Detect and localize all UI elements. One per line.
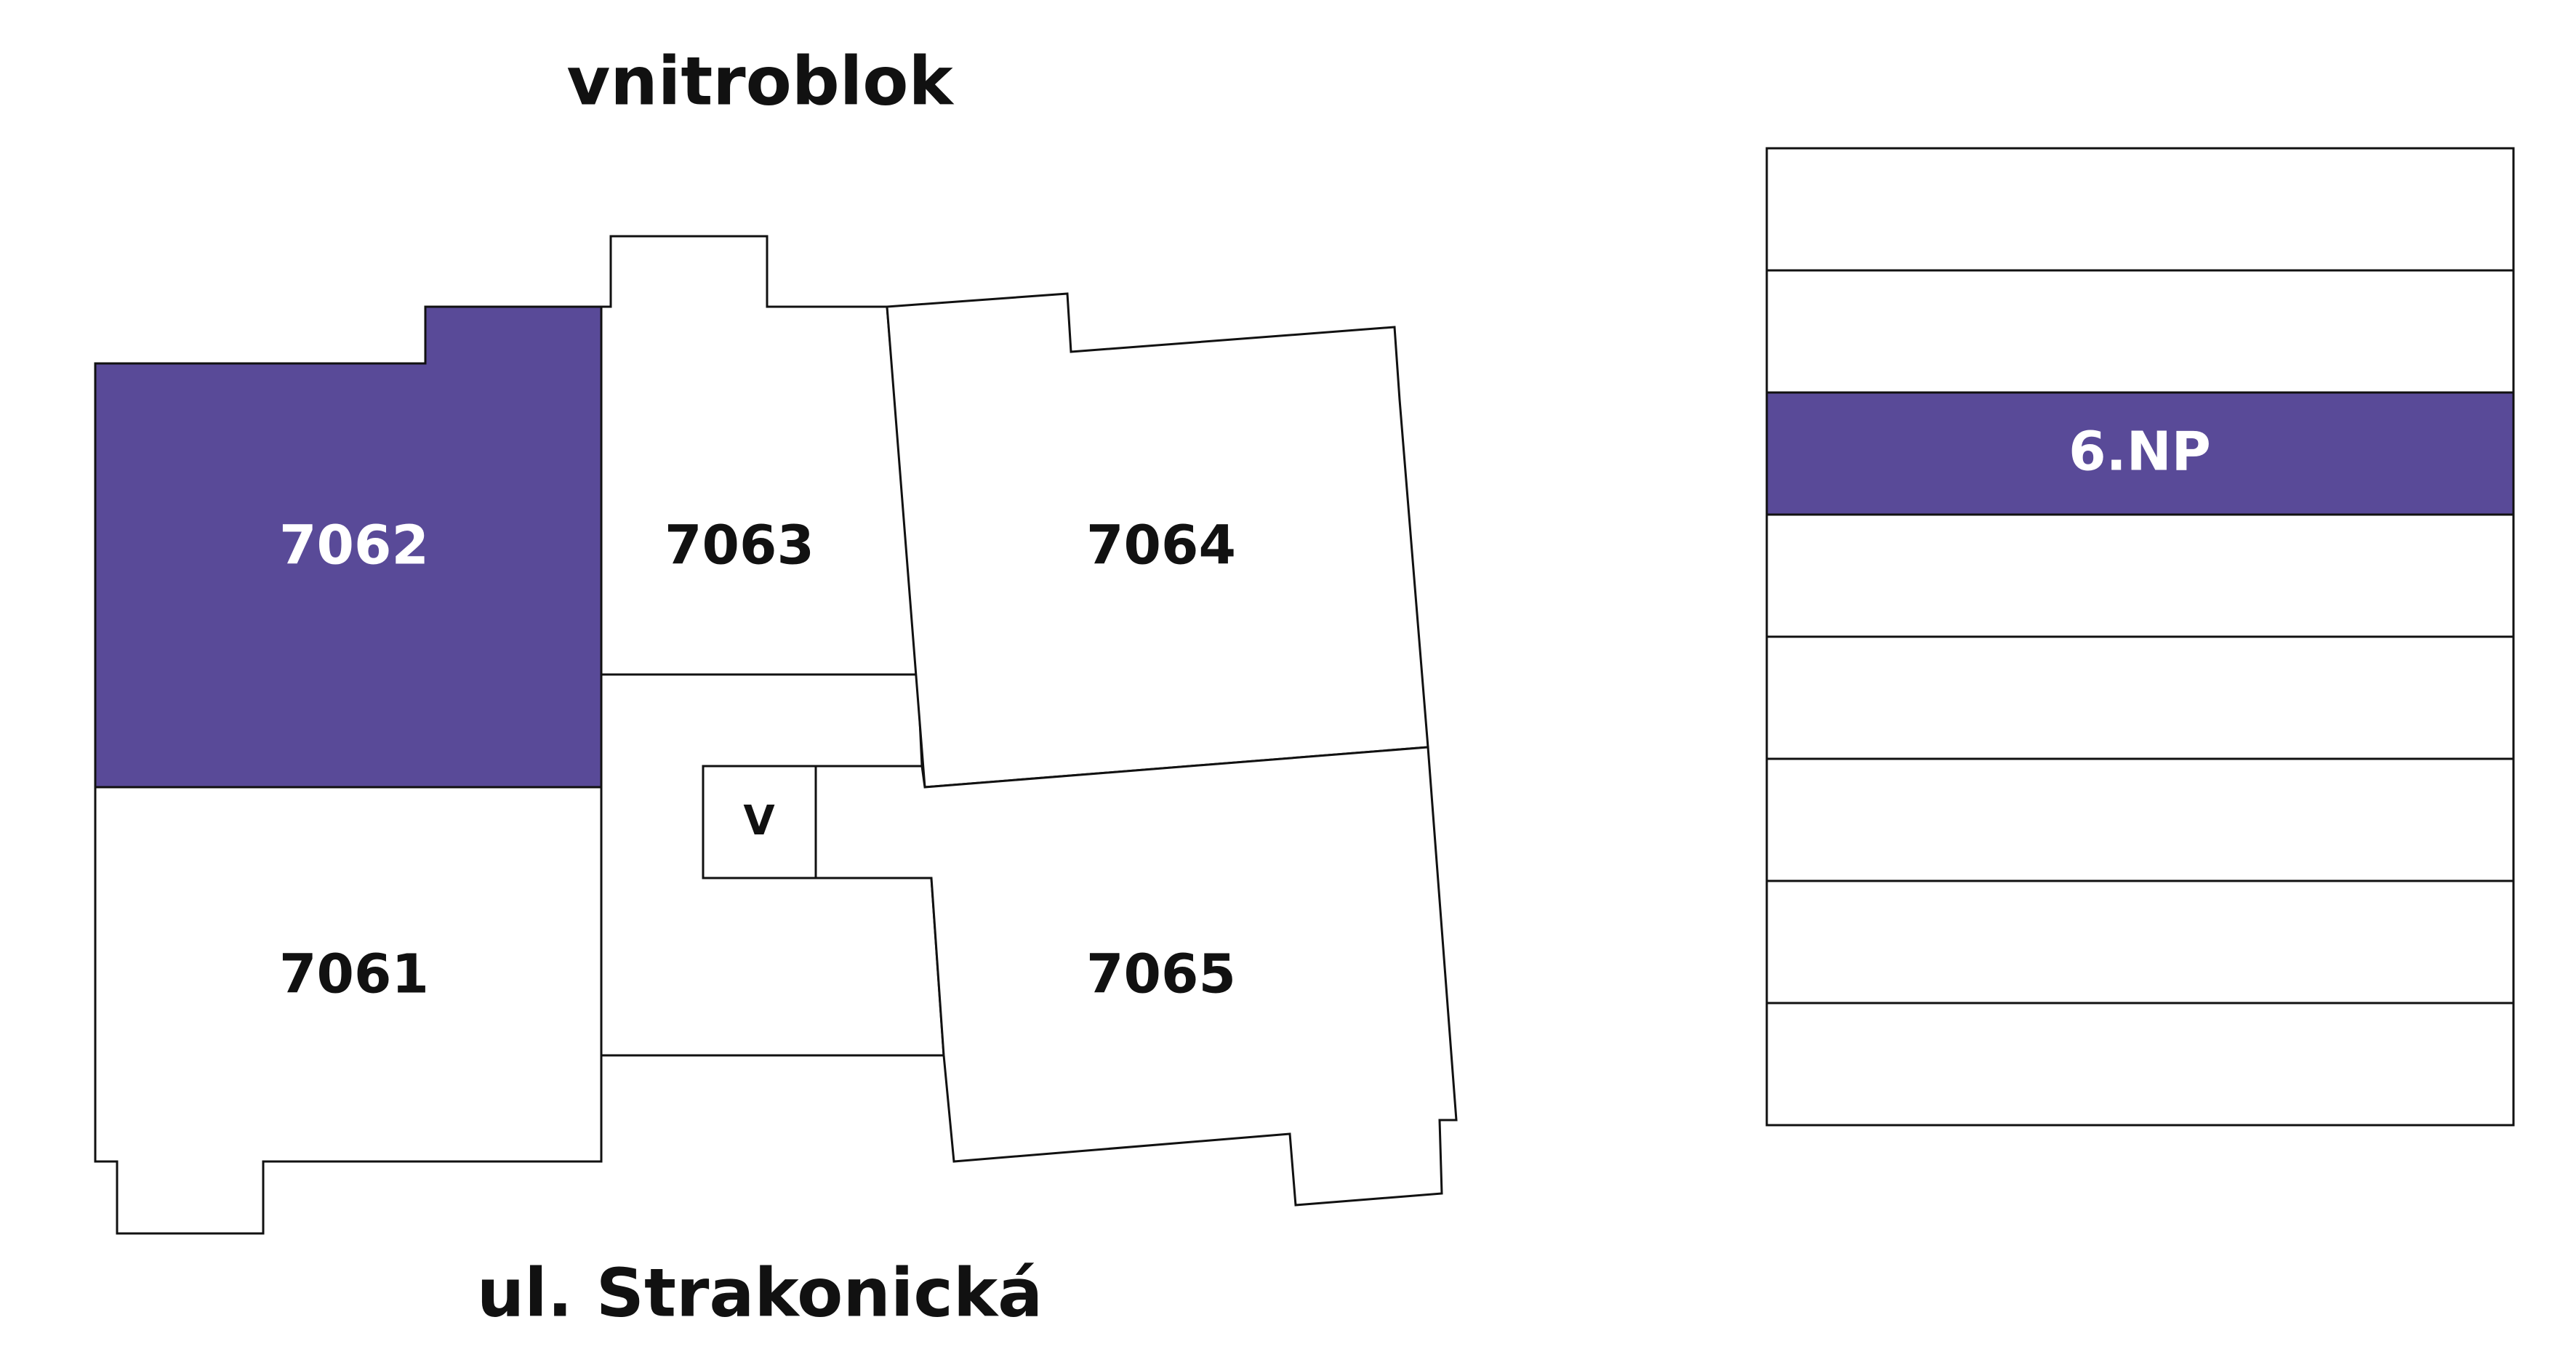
- floor-row[interactable]: [1765, 879, 2515, 1004]
- heading-courtyard: vnitroblok: [566, 42, 954, 120]
- unit-7061[interactable]: [94, 786, 603, 1235]
- floor-row[interactable]: [1765, 635, 2515, 760]
- unit-7065[interactable]: [814, 746, 1458, 1207]
- selected-floor-label: 6.NP: [2069, 421, 2211, 483]
- unit-7063[interactable]: [600, 235, 919, 676]
- floor-row[interactable]: [1765, 513, 2515, 638]
- unit-7062-label: 7062: [279, 515, 429, 577]
- floor-row[interactable]: [1765, 147, 2515, 272]
- floor-row[interactable]: [1765, 269, 2515, 394]
- unit-7065-label: 7065: [1086, 943, 1236, 1006]
- elevator-shaft: [702, 765, 817, 879]
- elevator-label: V: [743, 797, 775, 845]
- unit-7063-label: 7063: [665, 515, 814, 577]
- heading-street: ul. Strakonická: [477, 1254, 1043, 1332]
- unit-7064-label: 7064: [1086, 515, 1236, 577]
- floor-selector: 6.NP: [1765, 147, 2515, 1127]
- floor-row[interactable]: [1765, 757, 2515, 882]
- floor-row[interactable]: [1765, 1002, 2515, 1127]
- floor-row-selected[interactable]: [1765, 391, 2515, 516]
- unit-7061-label: 7061: [279, 943, 429, 1006]
